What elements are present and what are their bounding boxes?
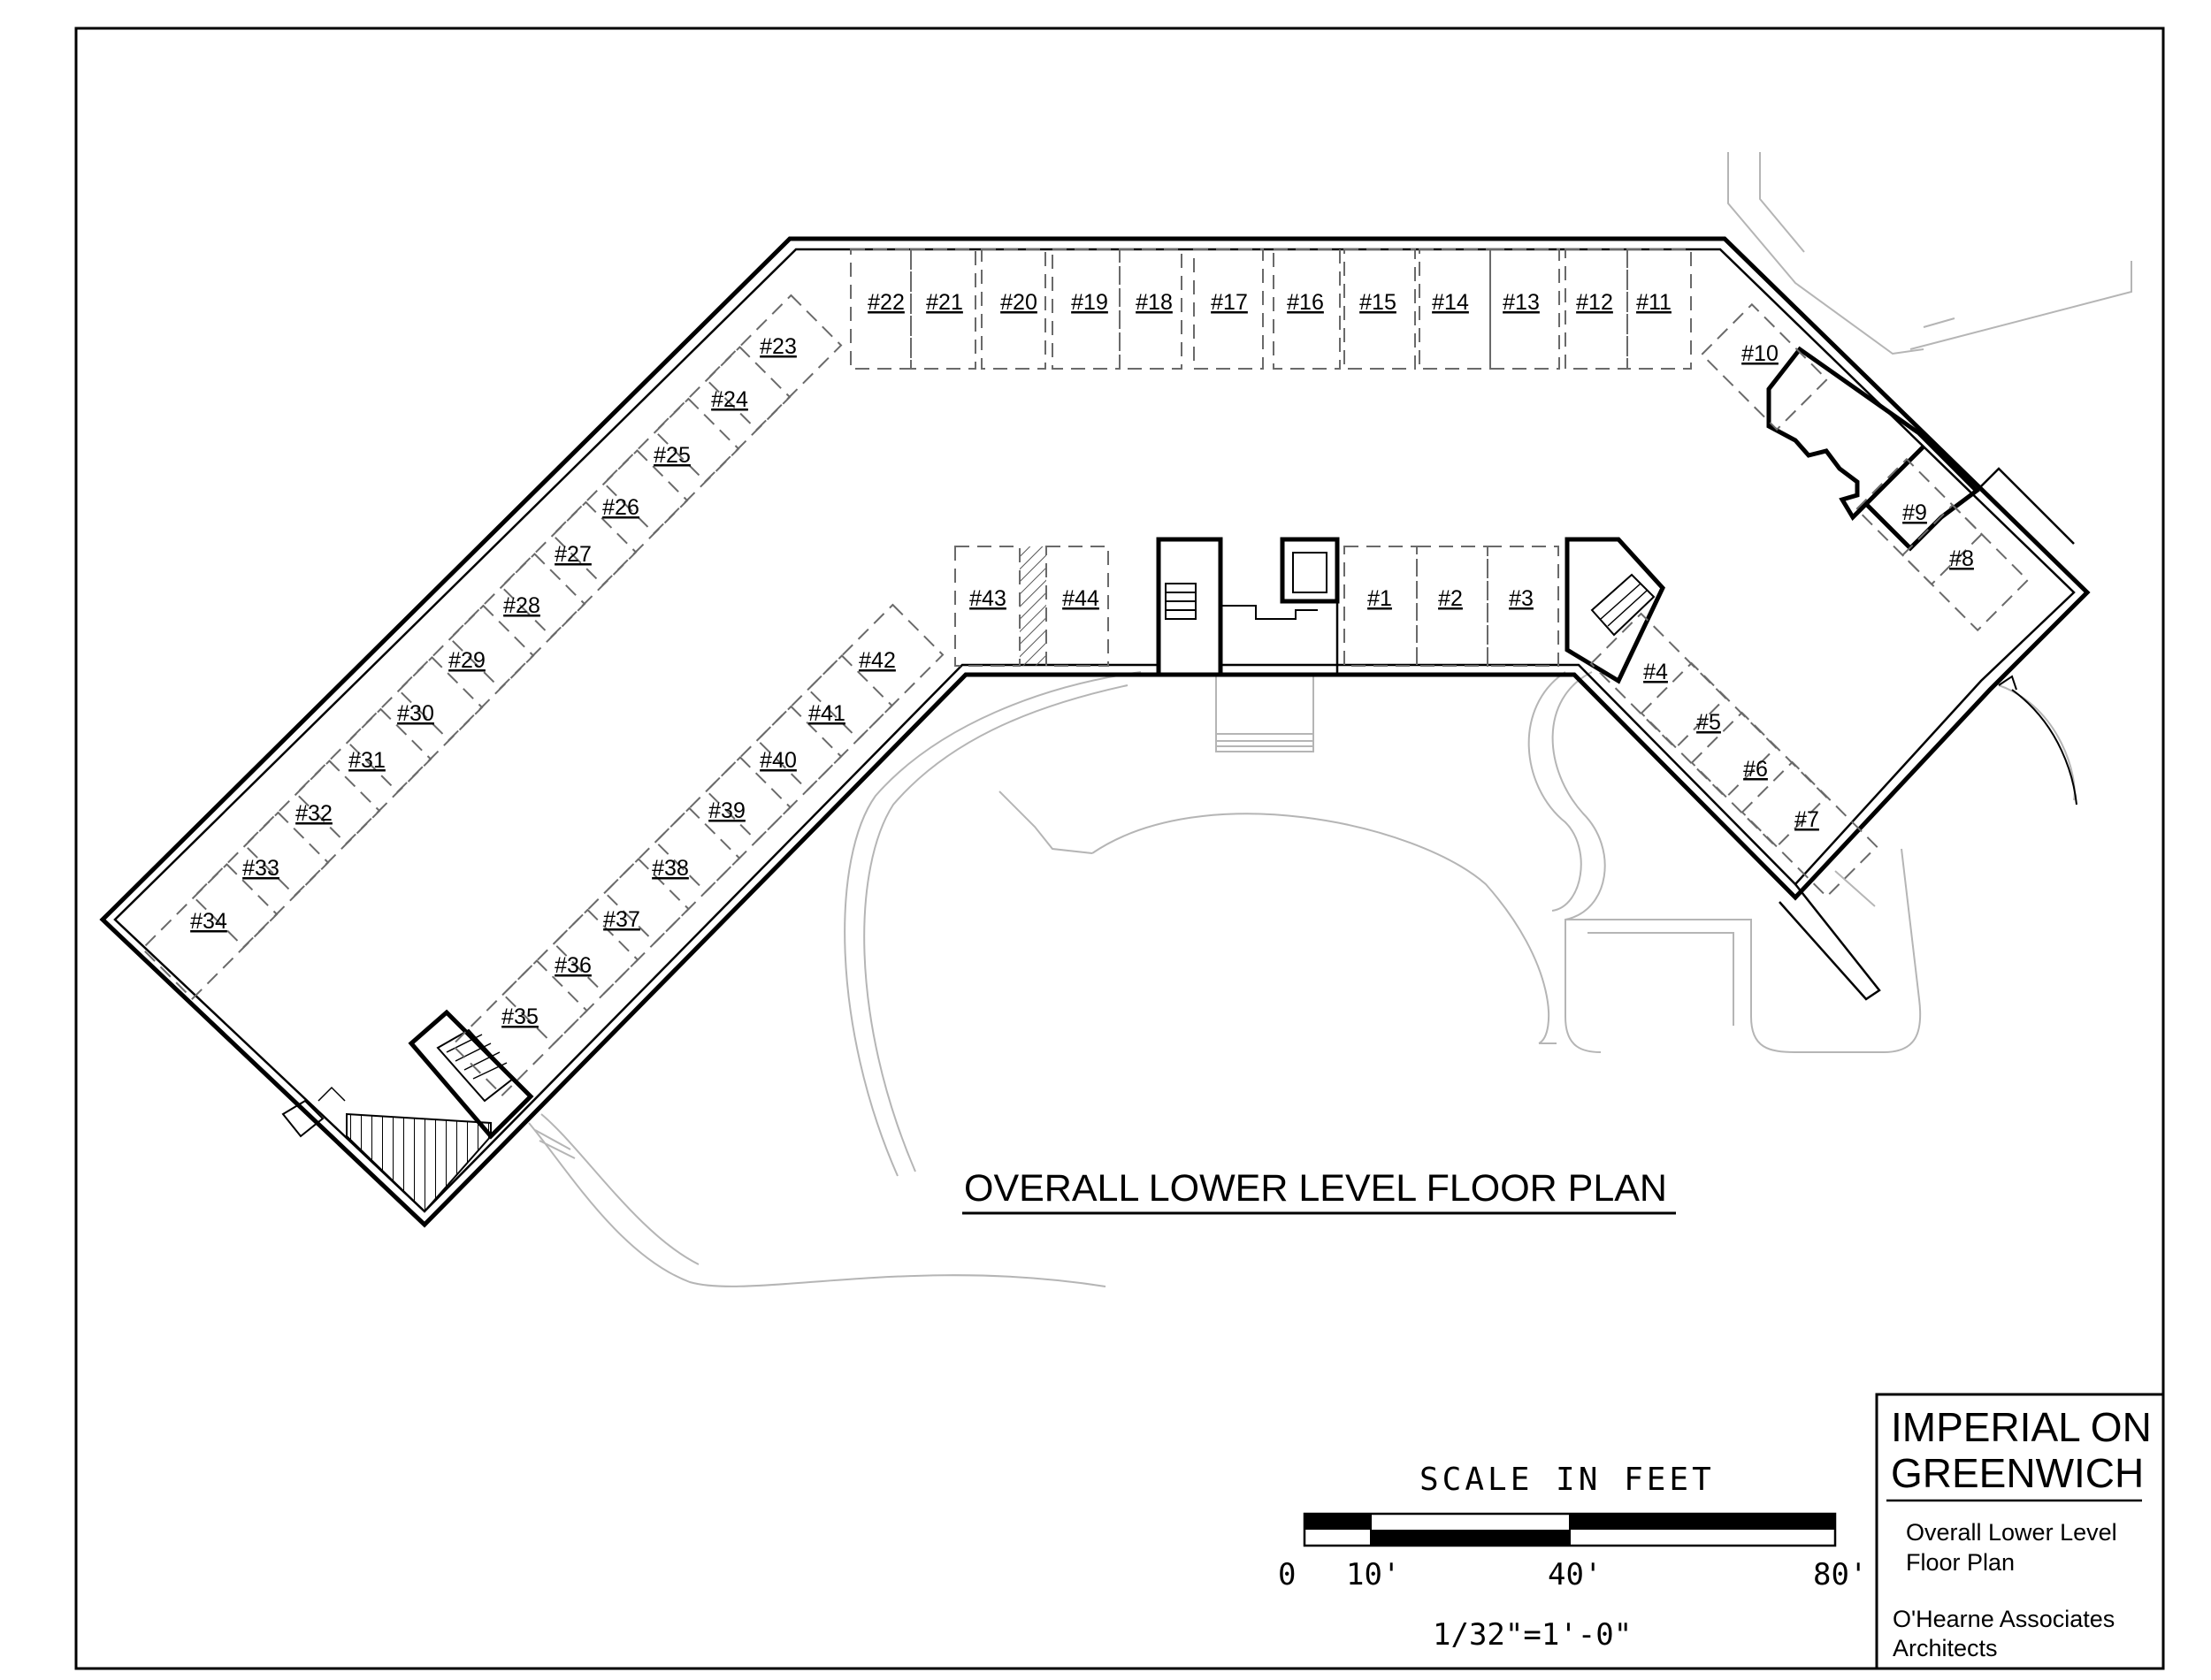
drawing-title: OVERALL LOWER LEVEL FLOOR PLAN	[964, 1167, 1667, 1210]
project-name-line1: IMPERIAL ON	[1891, 1404, 2152, 1450]
space-label: #5	[1696, 710, 1721, 735]
space-label: #42	[859, 648, 896, 673]
parking-stall-outline	[1855, 457, 1984, 586]
space-label: #40	[760, 748, 797, 773]
space-label: #31	[348, 748, 386, 773]
space-label: #38	[652, 856, 689, 881]
space-label: #17	[1211, 290, 1248, 315]
space-label: #22	[868, 290, 905, 315]
space-label: #30	[397, 701, 434, 726]
space-label: #10	[1741, 341, 1779, 366]
space-label: #39	[708, 798, 746, 823]
parking-stall-outline	[500, 500, 638, 638]
parking-stall-outline	[551, 449, 689, 586]
sheet-border	[74, 27, 2165, 1670]
parking-stall-outline	[705, 705, 843, 843]
firm-name-line2: Architects	[1893, 1635, 1998, 1661]
space-label: #29	[448, 648, 486, 673]
space-label: #24	[711, 387, 748, 412]
parking-stall-outline	[603, 806, 741, 944]
scale-tick-80: 80'	[1813, 1557, 1867, 1592]
space-label: #15	[1359, 290, 1396, 315]
scale-tick-40: 40'	[1548, 1557, 1602, 1592]
site-linework	[528, 152, 2132, 1287]
space-label: #19	[1071, 290, 1108, 315]
building-walls	[99, 236, 2091, 1228]
parking-stall-outline	[553, 858, 690, 995]
parking-spaces	[850, 248, 1692, 667]
space-label: #8	[1949, 546, 1974, 571]
space-label: #7	[1794, 807, 1819, 832]
parking-stall-outline	[346, 656, 484, 793]
scale-tick-0: 0	[1278, 1557, 1296, 1592]
space-label: #28	[503, 593, 540, 618]
parking-stall-outline	[1589, 612, 1727, 750]
parking-stall-outline	[1700, 302, 1829, 431]
parking-stall-outline	[1690, 711, 1828, 849]
scale-ratio: 1/32"=1'-0"	[1433, 1617, 1632, 1653]
space-label: #21	[926, 290, 963, 315]
space-label: #16	[1287, 290, 1324, 315]
space-label: #36	[555, 953, 592, 978]
parking-stall-outline	[654, 346, 792, 483]
parking-stall-outline	[192, 811, 330, 949]
space-label: #3	[1509, 586, 1534, 611]
parking-stall-outline	[397, 604, 535, 742]
space-label: #41	[808, 701, 845, 726]
scale-heading: SCALE IN FEET	[1419, 1462, 1715, 1498]
firm-name-line1: O'Hearne Associates	[1893, 1606, 2115, 1632]
space-label: #44	[1062, 586, 1099, 611]
parking-stall-outline	[501, 908, 639, 1046]
space-label: #18	[1136, 290, 1173, 315]
parking-stall-outline	[243, 760, 381, 897]
space-label: #25	[654, 443, 691, 468]
space-label: #33	[242, 856, 279, 881]
parking-stall-outline	[141, 863, 279, 1000]
parking-stall-outline	[807, 603, 945, 741]
parking-stall-outline	[602, 397, 740, 535]
sheet-title-line2: Floor Plan	[1906, 1549, 2015, 1576]
space-label: #13	[1503, 290, 1540, 315]
sheet-title-line1: Overall Lower Level	[1906, 1519, 2117, 1546]
space-label: #34	[190, 909, 227, 934]
space-label: #12	[1576, 290, 1613, 315]
parking-stall-outline	[1640, 661, 1778, 799]
space-label: #23	[760, 334, 797, 359]
space-label: #11	[1636, 290, 1672, 315]
space-label: #9	[1902, 500, 1927, 525]
parking-stall-outline	[654, 756, 792, 893]
scale-bar: SCALE IN FEET 0 10' 40' 80' 1/32"=1'-0"	[1278, 1462, 1867, 1653]
parking-stall-outline	[451, 959, 588, 1096]
space-label: #37	[603, 907, 640, 932]
scale-tick-10: 10'	[1346, 1557, 1400, 1592]
space-label: #4	[1643, 660, 1668, 684]
space-label: #43	[969, 586, 1006, 611]
parking-stall-outline	[756, 654, 893, 791]
space-label: #27	[555, 542, 592, 567]
space-label: #32	[295, 801, 333, 826]
space-label: #2	[1438, 586, 1463, 611]
parking-stall-outline	[1740, 760, 1878, 898]
title-block: IMPERIAL ON GREENWICH Overall Lower Leve…	[1875, 1393, 2165, 1670]
space-labels: #22 #21 #20 #19 #18 #17 #16 #15 #14 #13 …	[190, 290, 1974, 1029]
space-label: #14	[1432, 290, 1469, 315]
project-name-line2: GREENWICH	[1891, 1450, 2144, 1496]
parking-stall-outline	[705, 294, 843, 431]
space-label: #26	[602, 495, 639, 520]
diagonal-parking-spaces	[141, 294, 2030, 1096]
space-label: #6	[1743, 757, 1768, 782]
space-label: #35	[501, 1004, 539, 1029]
parking-stall-outline	[1901, 503, 2030, 632]
space-label: #20	[1000, 290, 1037, 315]
space-label: #1	[1367, 586, 1392, 611]
parking-stall-outline	[295, 707, 432, 845]
parking-stall-outline	[448, 553, 586, 690]
